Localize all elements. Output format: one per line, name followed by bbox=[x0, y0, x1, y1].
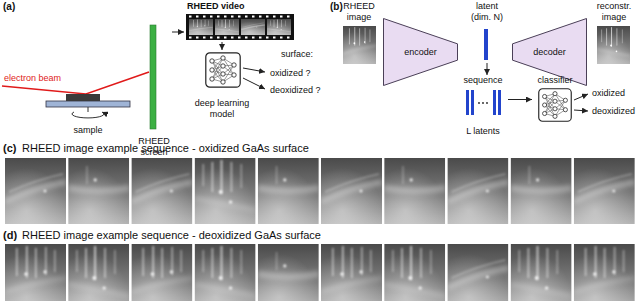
text-label: surface: bbox=[281, 49, 313, 60]
flow-arrow bbox=[487, 63, 488, 75]
classifier-figure: classifier bbox=[532, 75, 578, 124]
video-figure: RHEED video bbox=[184, 1, 296, 42]
reconstruction-figure: reconstr. image bbox=[592, 1, 636, 66]
node-label: latent (dim. N) bbox=[466, 1, 508, 23]
node-label: encoder bbox=[383, 47, 458, 58]
flow-arrow bbox=[172, 32, 184, 33]
output-arrow bbox=[243, 68, 265, 72]
output-arrow bbox=[243, 78, 265, 89]
sequence-figure: sequence L latents bbox=[458, 75, 508, 137]
panel-letter: (c) bbox=[3, 142, 16, 155]
model-figure: deep learning model bbox=[192, 50, 252, 120]
text-label: RHEED image example sequence - deoxidize… bbox=[22, 229, 321, 242]
panel-letter: (a) bbox=[3, 1, 15, 13]
text-label: electron beam bbox=[4, 73, 61, 84]
node-label: reconstr. image bbox=[592, 1, 636, 23]
reconstructed-thumbnail bbox=[597, 26, 630, 64]
node-label: RHEED image bbox=[340, 1, 378, 23]
sample-holder bbox=[46, 94, 130, 118]
text-label: deoxidized bbox=[592, 106, 635, 117]
screen-figure: RHEED screen bbox=[136, 22, 172, 158]
flow-arrow bbox=[222, 42, 223, 50]
text-label: deoxidized ? bbox=[270, 85, 321, 96]
panel-letter: (b) bbox=[330, 1, 343, 13]
latent-sequence bbox=[466, 90, 501, 115]
sample-figure: sample bbox=[40, 92, 136, 136]
output-arrow bbox=[574, 94, 588, 100]
oxidized-image-row bbox=[5, 158, 635, 224]
image-figure: RHEED image bbox=[340, 1, 378, 66]
encoder-block: encoder bbox=[383, 18, 458, 86]
text-label: oxidized bbox=[592, 88, 625, 99]
deoxidized-image-row bbox=[5, 244, 635, 301]
node-label: sample bbox=[40, 125, 136, 136]
flow-arrow bbox=[508, 99, 532, 100]
latent-vector bbox=[484, 29, 488, 60]
rheed-thumbnail bbox=[343, 26, 376, 64]
node-label: classifier bbox=[532, 75, 578, 86]
film-strip bbox=[186, 14, 294, 40]
panel-letter: (d) bbox=[3, 229, 17, 242]
output-arrow bbox=[574, 110, 588, 111]
latent-figure: latent (dim. N) bbox=[466, 1, 508, 63]
node-label: RHEED video bbox=[184, 1, 296, 12]
text-label: oxidized ? bbox=[270, 68, 311, 79]
node-label: deep learning model bbox=[192, 98, 252, 120]
text-label: RHEED image example sequence - oxidized … bbox=[22, 142, 309, 155]
classifier-icon bbox=[539, 89, 571, 121]
neural-net-icon bbox=[206, 53, 240, 87]
node-label: L latents bbox=[458, 126, 508, 137]
rheed-screen bbox=[150, 25, 156, 129]
node-label: decoder bbox=[512, 47, 587, 58]
node-label: sequence bbox=[458, 75, 508, 86]
electron-beam bbox=[2, 72, 149, 94]
